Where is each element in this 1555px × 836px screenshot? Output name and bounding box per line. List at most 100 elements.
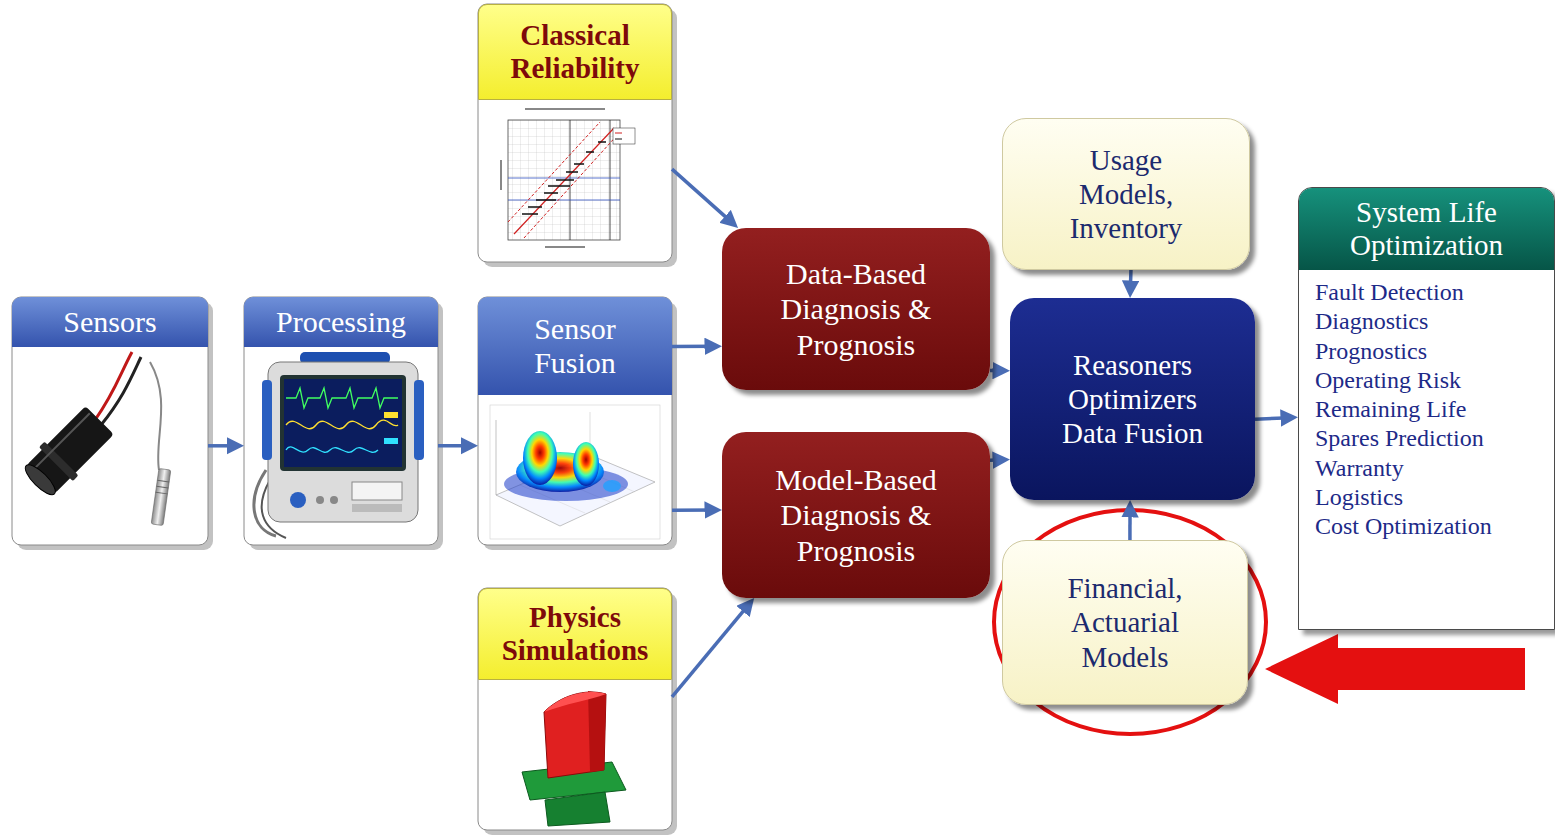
highlight-annotation	[994, 510, 1266, 734]
sensor-picture	[151, 468, 171, 525]
sensor-picture	[156, 486, 168, 488]
input-box: Usage Models, Inventory	[1002, 118, 1250, 270]
card-header: Processing	[244, 297, 438, 347]
monitor-picture	[254, 352, 424, 538]
monitor-picture	[284, 379, 402, 467]
probability-plot	[514, 128, 614, 234]
monitor-picture	[352, 482, 402, 500]
monitor-picture	[286, 420, 398, 429]
card-header: Sensors	[12, 297, 208, 347]
monitor-picture	[384, 438, 398, 444]
surface-plot	[496, 420, 497, 495]
flow-arrow	[672, 508, 715, 512]
list-item: Diagnostics	[1315, 307, 1544, 336]
card-ground	[244, 297, 438, 545]
sensor-picture	[18, 352, 170, 526]
surface-plot	[490, 405, 660, 539]
card-ground	[478, 588, 672, 830]
box-label: Financial, Actuarial Models	[1048, 571, 1202, 674]
sensor-picture	[21, 461, 59, 499]
sensor-picture	[151, 468, 171, 525]
probability-plot	[613, 128, 635, 144]
monitor-picture	[268, 362, 418, 522]
probability-plot	[500, 108, 635, 248]
surface-plot	[490, 405, 660, 539]
monitor-picture	[280, 375, 406, 471]
highlight-annotation	[1265, 634, 1525, 704]
flow-arrow	[672, 169, 733, 223]
card-header: Sensor Fusion	[478, 297, 672, 395]
probability-plot	[508, 200, 620, 201]
box-label: Model-Based Diagnosis & Prognosis	[742, 462, 970, 568]
list-item: Warranty	[1315, 454, 1544, 483]
list-item: Spares Prediction	[1315, 424, 1544, 453]
box-label: Reasoners Optimizers Data Fusion	[1062, 348, 1203, 451]
monitor-picture	[414, 380, 424, 460]
sensor-card: Sensors	[12, 297, 208, 545]
monitor-picture	[262, 380, 272, 460]
fusion-card: Sensor Fusion	[478, 297, 672, 545]
probability-plot	[508, 178, 620, 179]
probability-plot	[615, 133, 622, 134]
probability-plot	[508, 120, 620, 240]
card-header: Physics Simulations	[478, 588, 672, 680]
panel-header: System Life Optimization	[1299, 188, 1554, 270]
probability-plot	[545, 246, 585, 248]
input-box: Financial, Actuarial Models	[1002, 540, 1248, 705]
source-card: Physics Simulations	[478, 588, 672, 830]
sensor-picture	[157, 480, 169, 482]
sensor-picture	[150, 362, 161, 470]
card-heading: Sensor Fusion	[508, 312, 642, 381]
flow-arrow	[990, 458, 1003, 462]
card-heading: Physics Simulations	[485, 601, 665, 668]
list-item: Fault Detection	[1315, 278, 1544, 307]
flow-arrow	[990, 369, 1003, 373]
processing-card: Processing	[244, 297, 438, 545]
reasoner-box: Reasoners Optimizers Data Fusion	[1010, 298, 1255, 500]
flow-arrow	[1129, 270, 1133, 291]
panel-heading: System Life Optimization	[1305, 196, 1548, 263]
monitor-picture	[352, 504, 402, 512]
card-ground	[12, 4, 677, 835]
process-box: Data-Based Diagnosis & Prognosis	[722, 228, 990, 390]
sensor-picture	[18, 403, 116, 501]
monitor-picture	[384, 412, 398, 418]
monitor-picture	[286, 388, 398, 408]
panel-body: Fault DetectionDiagnosticsPrognosticsOpe…	[1299, 270, 1554, 551]
list-item: Operating Risk	[1315, 366, 1544, 395]
card-heading: Processing	[250, 305, 432, 340]
monitor-picture	[330, 496, 338, 504]
surface-plot	[523, 431, 557, 485]
box-label: Usage Models, Inventory	[1048, 143, 1204, 246]
probability-plot	[525, 108, 605, 110]
card-heading: Classical Reliability	[485, 19, 665, 86]
monitor-picture	[290, 492, 306, 508]
flow-arrow	[672, 603, 750, 697]
card-ground	[478, 297, 672, 545]
flow-arrow	[1255, 418, 1291, 420]
sensor-picture	[101, 357, 141, 425]
process-box: Model-Based Diagnosis & Prognosis	[722, 432, 990, 598]
probability-plot	[508, 122, 600, 222]
probability-plot	[615, 139, 622, 140]
probability-plot	[524, 132, 620, 238]
sensor-picture	[35, 413, 90, 468]
card-header: Classical Reliability	[478, 4, 672, 100]
surface-plot	[603, 480, 621, 492]
list-item: Remaining Life	[1315, 395, 1544, 424]
list-item: Prognostics	[1315, 337, 1544, 366]
turbine-blade-picture	[544, 692, 606, 712]
list-item: Logistics	[1315, 483, 1544, 512]
card-ground	[478, 4, 672, 262]
turbine-blade-picture	[588, 691, 606, 772]
monitor-picture	[316, 496, 324, 504]
flow-arrow	[208, 444, 237, 448]
turbine-blade-picture	[545, 792, 610, 826]
turbine-blade-picture	[522, 691, 626, 826]
probability-plot	[610, 120, 611, 240]
sensor-picture	[156, 492, 168, 494]
card-heading: Sensors	[18, 305, 202, 340]
card-ground	[12, 297, 208, 545]
flow-arrow	[438, 444, 471, 448]
box-label: Data-Based Diagnosis & Prognosis	[742, 256, 970, 362]
